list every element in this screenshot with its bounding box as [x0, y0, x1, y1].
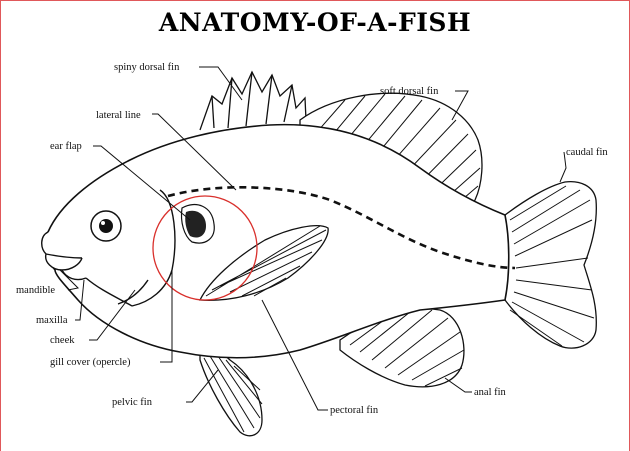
label-caudal-fin: caudal fin	[566, 147, 608, 158]
pelvic-fin	[200, 351, 262, 436]
label-ear-flap: ear flap	[50, 141, 82, 152]
label-spiny-dorsal-fin: spiny dorsal fin	[114, 62, 180, 73]
label-pelvic-fin: pelvic fin	[112, 397, 153, 408]
label-gill-cover: gill cover (opercle)	[50, 357, 131, 368]
label-cheek: cheek	[50, 335, 75, 346]
label-soft-dorsal-fin: soft dorsal fin	[380, 86, 439, 97]
caudal-fin	[505, 182, 596, 349]
label-mandible: mandible	[16, 285, 55, 296]
fish-eye	[91, 211, 121, 241]
label-maxilla: maxilla	[36, 315, 68, 326]
label-pectoral-fin: pectoral fin	[330, 405, 379, 416]
spiny-dorsal-fin	[200, 72, 306, 130]
label-anal-fin: anal fin	[474, 387, 507, 398]
label-lateral-line: lateral line	[96, 110, 141, 121]
